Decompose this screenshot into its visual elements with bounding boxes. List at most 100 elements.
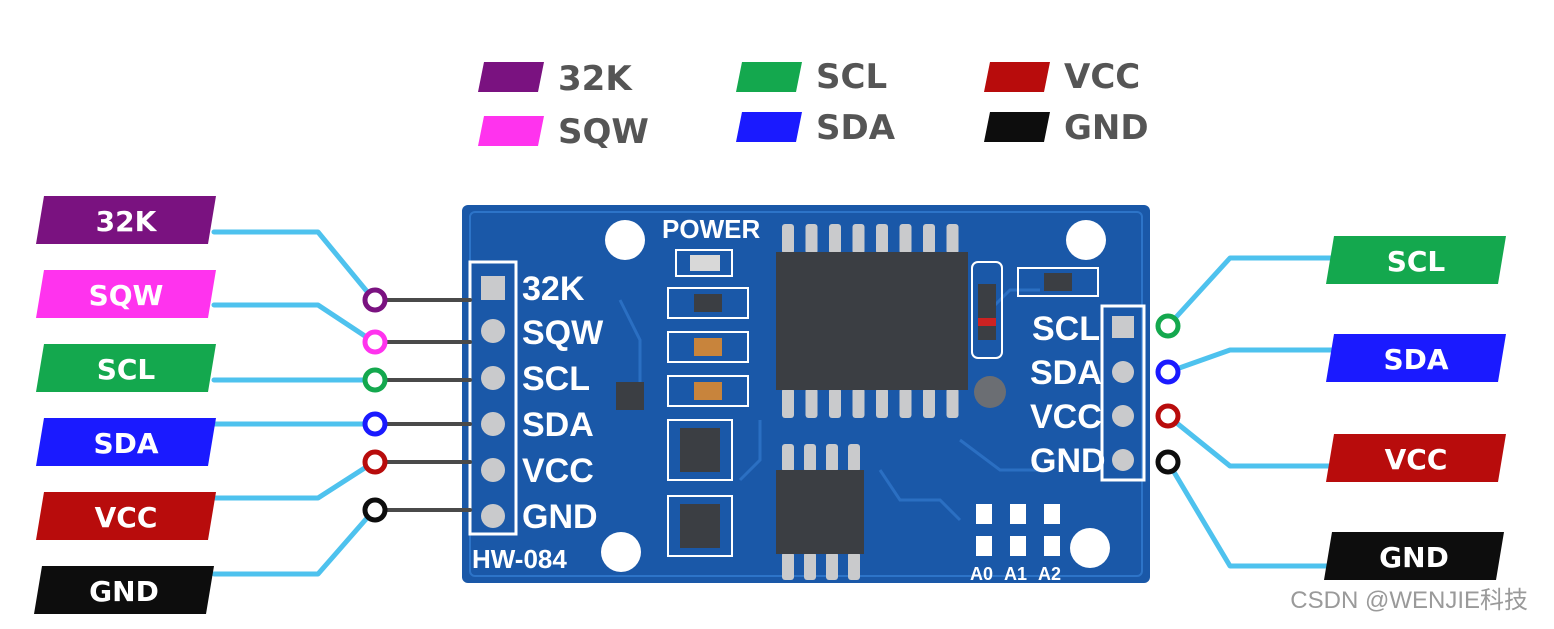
mounting-hole [1066,220,1106,260]
address-pads: A0 A1 A2 [970,504,1061,584]
pin-ring-right-scl [1158,316,1178,336]
silk-label-vcc-right: VCC [1030,398,1102,436]
tag-left-vcc: VCC [36,492,216,540]
wire-right-gnd [1168,462,1340,566]
chip-pin [853,224,865,254]
pin-ring-left-scl [365,370,385,390]
silk-label-gnd-right: GND [1030,442,1106,480]
tag-right-sda-label: SDA [1383,343,1448,376]
diode-band [978,318,996,326]
chip-pin [829,224,841,254]
pin-ring-left-sqw [365,332,385,352]
tag-left-gnd: GND [34,566,214,614]
legend-item-32k: 32K [478,59,633,99]
legend-label-scl: SCL [816,57,887,97]
wire-left-sqw [214,305,374,342]
pin-ring-left-gnd [365,500,385,520]
legend-label-vcc: VCC [1064,57,1140,97]
chip-pin [782,224,794,254]
legend-swatch-sda [736,112,802,142]
chip-pin [876,224,888,254]
tag-right-gnd: GND [1324,532,1504,580]
watermark: CSDN @WENJIE科技 [1290,580,1528,615]
chip-pin [804,552,816,580]
model-label: HW-084 [472,544,567,574]
legend-swatch-gnd [984,112,1050,142]
rtc-chip [776,224,968,418]
tag-left-sda-label: SDA [93,427,158,460]
silk-label-scl-right: SCL [1032,310,1100,348]
chip-pin [804,444,816,472]
pin-ring-right-gnd [1158,452,1178,472]
legend-swatch-vcc [984,62,1050,92]
legend-label-32k: 32K [558,59,633,99]
left-pin-tags: 32K SQW SCL SDA VCC GND [34,196,216,614]
power-led-body [690,255,720,271]
rtc-chip-body [776,252,968,390]
eeprom-chip-body [776,470,864,554]
tag-right-scl-label: SCL [1387,245,1446,278]
legend-swatch-scl [736,62,802,92]
mounting-hole [1070,528,1110,568]
silk-label-32k: 32K [522,270,585,308]
header-pin [1112,361,1134,383]
legend-label-sda: SDA [816,108,896,148]
tag-right-vcc-label: VCC [1385,443,1448,476]
tag-right-scl: SCL [1326,236,1506,284]
chip-pin [853,388,865,418]
header-pin [481,412,505,436]
chip-pin [826,444,838,472]
wire-left-32k [214,232,374,300]
legend-swatch-sqw [478,116,544,146]
chip-pin [806,388,818,418]
address-label-a1: A1 [1004,564,1027,584]
chip-pin [848,444,860,472]
diode-body [978,284,996,340]
tag-left-gnd-label: GND [89,575,159,608]
tag-left-vcc-label: VCC [95,501,158,534]
tag-left-sqw: SQW [36,270,216,318]
tag-right-vcc: VCC [1326,434,1506,482]
pin-leads [386,300,470,510]
legend-item-scl: SCL [736,57,887,97]
silk-label-sda: SDA [522,406,594,444]
tag-left-sda: SDA [36,418,216,466]
wire-left-gnd [214,510,374,574]
legend-item-vcc: VCC [984,57,1140,97]
tag-right-gnd-label: GND [1379,541,1449,574]
tag-left-scl: SCL [36,344,216,392]
chip-pin [829,388,841,418]
pin-ring-left-sda [365,414,385,434]
wire-right-scl [1168,258,1340,326]
silk-label-vcc: VCC [522,452,594,490]
tag-right-sda: SDA [1326,334,1506,382]
address-label-a2: A2 [1038,564,1061,584]
pin-ring-left-32k [365,290,385,310]
chip-pin [782,388,794,418]
header-pin [1112,449,1134,471]
silk-label-scl: SCL [522,360,590,398]
header-pin-square [1112,316,1134,338]
chip-pin [848,552,860,580]
header-pin [481,366,505,390]
wire-right-vcc [1168,416,1340,466]
header-pin [481,319,505,343]
legend-item-gnd: GND [984,108,1149,148]
power-label: POWER [662,214,760,244]
mounting-hole [601,532,641,572]
header-pin [481,504,505,528]
legend-item-sqw: SQW [478,112,649,152]
chip-pin [876,388,888,418]
legend-item-sda: SDA [736,108,896,148]
pin-ring-right-sda [1158,362,1178,382]
header-pin-square [481,276,505,300]
wire-left-vcc [214,462,374,498]
silk-label-gnd: GND [522,498,598,536]
chip-pin [947,224,959,254]
legend-label-sqw: SQW [558,112,649,152]
chip-pin [826,552,838,580]
rtc-module-board: 32K SQW SCL SDA VCC GND HW-084 POWER [462,205,1150,584]
chip-pin [923,388,935,418]
right-pin-tags: SCL SDA VCC GND [1324,236,1506,580]
